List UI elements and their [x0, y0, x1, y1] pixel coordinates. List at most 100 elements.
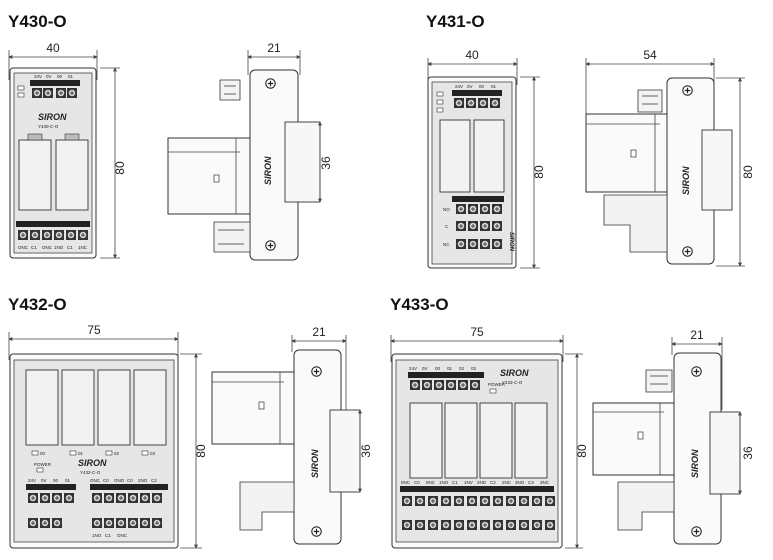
bottom-terminal-strip	[16, 221, 90, 227]
row-label: C	[445, 224, 449, 229]
side-view: 21 SIRON 36	[167, 41, 333, 261]
top-terminal-strip	[30, 80, 80, 86]
terminal-label: 0V	[422, 366, 428, 371]
terminal-screw-icon	[458, 380, 468, 390]
terminal-screw-icon	[454, 496, 464, 506]
terminal-screw-icon	[410, 380, 420, 390]
terminal-screw-icon	[30, 230, 40, 240]
model-title: Y433-O	[390, 295, 449, 314]
terminal-screw-icon	[506, 496, 516, 506]
terminal-label: 1NO	[54, 245, 64, 250]
terminal-screw-icon	[104, 518, 114, 528]
terminal-label: 01	[65, 478, 71, 483]
terminal-label: 0NC	[401, 480, 411, 485]
terminal-screw-icon	[54, 230, 64, 240]
terminal-screw-icon	[428, 496, 438, 506]
relay-led-labels: 00 01 02 03	[31, 450, 156, 456]
width-dimension: 40	[465, 48, 479, 62]
top-connector	[645, 369, 673, 393]
terminal-screw-icon	[470, 380, 480, 390]
terminal-screw-icon	[52, 493, 62, 503]
terminal-screw-icon	[67, 88, 77, 98]
relay-outline	[586, 114, 660, 192]
top-terminal-labels: 24V 0V 00 01	[34, 74, 74, 79]
terminal-screw-icon	[467, 496, 477, 506]
terminal-strip	[90, 484, 168, 490]
led-label: 01	[78, 451, 84, 456]
mounting-screw-icon	[265, 240, 276, 251]
terminal-block-side	[239, 481, 295, 531]
led-indicator	[69, 450, 77, 456]
terminal-screw-icon	[104, 493, 114, 503]
side-height-dimension: 80	[741, 165, 755, 179]
mounting-screw-icon	[691, 366, 702, 377]
terminal-label: 3NO	[515, 480, 525, 485]
din-rail-clip	[709, 411, 741, 495]
terminal-label: C3	[528, 480, 534, 485]
terminal-label: 24V	[34, 74, 42, 79]
terminal-screw-icon	[402, 496, 412, 506]
terminal-screw-icon	[402, 520, 412, 530]
terminal-label: C1	[452, 480, 458, 485]
terminal-label: ONC	[42, 245, 53, 250]
model-title: Y430-O	[8, 12, 67, 31]
terminal-screw-icon	[140, 518, 150, 528]
terminal-label: 0V	[41, 478, 47, 483]
terminal-label: ONC	[117, 533, 128, 538]
terminal-label: 00	[53, 478, 59, 483]
rail-dimension: 36	[741, 446, 755, 460]
relay	[514, 402, 548, 479]
terminal-label: C2	[490, 480, 496, 485]
terminal-screw-icon	[468, 239, 478, 249]
terminal-label: ONC	[90, 478, 101, 483]
bottom-terminal-strip	[400, 486, 554, 492]
mounting-screw-icon	[265, 78, 276, 89]
terminal-label: 0V	[46, 74, 52, 79]
relay-body-side	[592, 402, 675, 476]
terminal-strip	[452, 196, 504, 202]
terminal-label: C0	[103, 478, 109, 483]
terminal-screw-icon	[519, 496, 529, 506]
depth-dimension: 21	[312, 325, 326, 339]
terminal-screw-icon	[492, 204, 502, 214]
terminal-screw-icon	[545, 520, 555, 530]
model-y431: Y431-O 40 80 24V 0V 00 01	[426, 12, 755, 269]
relay-latch	[213, 174, 220, 183]
terminal-screw-icon	[116, 493, 126, 503]
terminal-label: 2ND	[477, 480, 487, 485]
top-terminal-strip	[408, 372, 484, 378]
led-label: 00	[40, 451, 46, 456]
terminal-screw-icon	[454, 98, 464, 108]
relay	[97, 369, 131, 446]
width-dimension: 75	[470, 325, 484, 339]
relay	[444, 402, 478, 479]
terminal-screw-icon	[128, 518, 138, 528]
lower-terminal-row	[28, 518, 162, 528]
terminal-label: 1NO	[92, 533, 102, 538]
din-rail-clip	[284, 121, 321, 203]
depth-dimension: 54	[643, 48, 657, 62]
relay	[409, 402, 443, 479]
terminal-screw-icon	[480, 221, 490, 231]
top-connector	[219, 79, 241, 101]
power-led	[36, 467, 44, 473]
width-dimension: 40	[46, 41, 60, 55]
brand-logo-vertical: SIRON	[263, 156, 273, 185]
side-view: 54 SIRON 80	[585, 48, 755, 267]
terminal-screw-icon	[506, 520, 516, 530]
terminal-screw-icon	[116, 518, 126, 528]
relay-clip	[27, 133, 43, 141]
terminal-screw-icon	[456, 221, 466, 231]
relay	[18, 139, 52, 211]
brand-logo-vertical: SIRON	[310, 449, 320, 478]
relay-latch	[630, 149, 637, 158]
terminal-label: 2NC	[502, 480, 512, 485]
terminal-screw-icon	[480, 496, 490, 506]
relay	[479, 402, 513, 479]
terminal-screw-icon	[92, 493, 102, 503]
terminal-label: 00	[479, 84, 485, 89]
terminal-label: ONO	[114, 478, 125, 483]
relay-latch	[258, 401, 265, 410]
terminal-block-side	[617, 481, 675, 531]
mounting-screw-icon	[691, 526, 702, 537]
